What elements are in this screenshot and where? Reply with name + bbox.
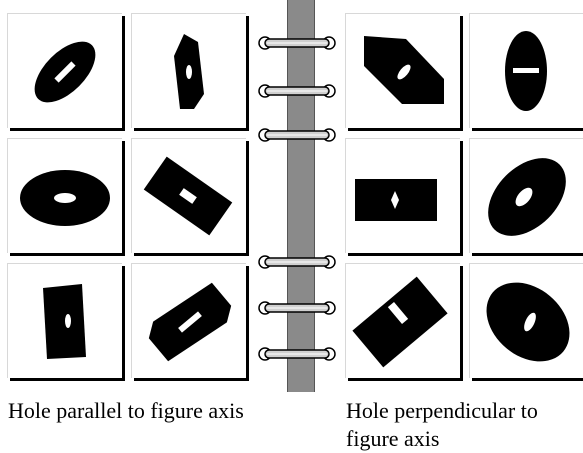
- caption-hole-perpendicular: Hole perpendicular to figure axis: [346, 398, 538, 451]
- card-parallel-hexagon: [131, 13, 246, 128]
- shape-hexagon-with-slot: [364, 36, 444, 104]
- shape-horizontal-rectangle-diamond-hole: [355, 179, 437, 221]
- binder-spine: [287, 0, 315, 392]
- shape-tilted-ellipse-with-hole: [488, 158, 566, 236]
- card-perpendicular-hexagon: [345, 13, 460, 128]
- binder-ring: [258, 36, 336, 50]
- card-perpendicular-large-ellipse: [469, 263, 583, 378]
- shape-large-tilted-ellipse-with-hole: [486, 282, 570, 362]
- card-perpendicular-vertical-ellipse: [469, 13, 583, 128]
- binder-ring: [258, 347, 336, 361]
- card-parallel-trapezoid: [7, 263, 122, 378]
- shape-tall-quad-with-hole: [43, 284, 86, 359]
- card-parallel-hexagon-diagonal: [131, 263, 246, 378]
- card-perpendicular-tilted-ellipse: [469, 138, 583, 253]
- shape-rotated-rectangle-with-slot: [352, 276, 448, 368]
- binder-ring: [258, 301, 336, 315]
- card-parallel-ellipse-slot: [7, 13, 122, 128]
- shape-hexagon-with-diagonal-slot: [148, 282, 232, 362]
- shape-horizontal-ellipse-with-hole: [20, 170, 110, 226]
- card-perpendicular-rotated-rectangle: [345, 263, 460, 378]
- card-parallel-rotated-rectangle: [131, 138, 246, 253]
- caption-hole-parallel: Hole parallel to figure axis: [8, 398, 244, 423]
- shape-vertical-ellipse-horizontal-slot: [505, 31, 547, 111]
- card-parallel-ellipse-horizontal: [7, 138, 122, 253]
- binder-ring: [258, 255, 336, 269]
- shape-ellipse-with-diagonal-slot: [34, 41, 96, 103]
- card-perpendicular-rectangle: [345, 138, 460, 253]
- shape-rotated-rectangle-diamond-hole: [143, 156, 233, 236]
- binder-ring: [258, 84, 336, 98]
- shape-hexagon-with-vertical-hole: [174, 34, 204, 109]
- binder-ring: [258, 128, 336, 142]
